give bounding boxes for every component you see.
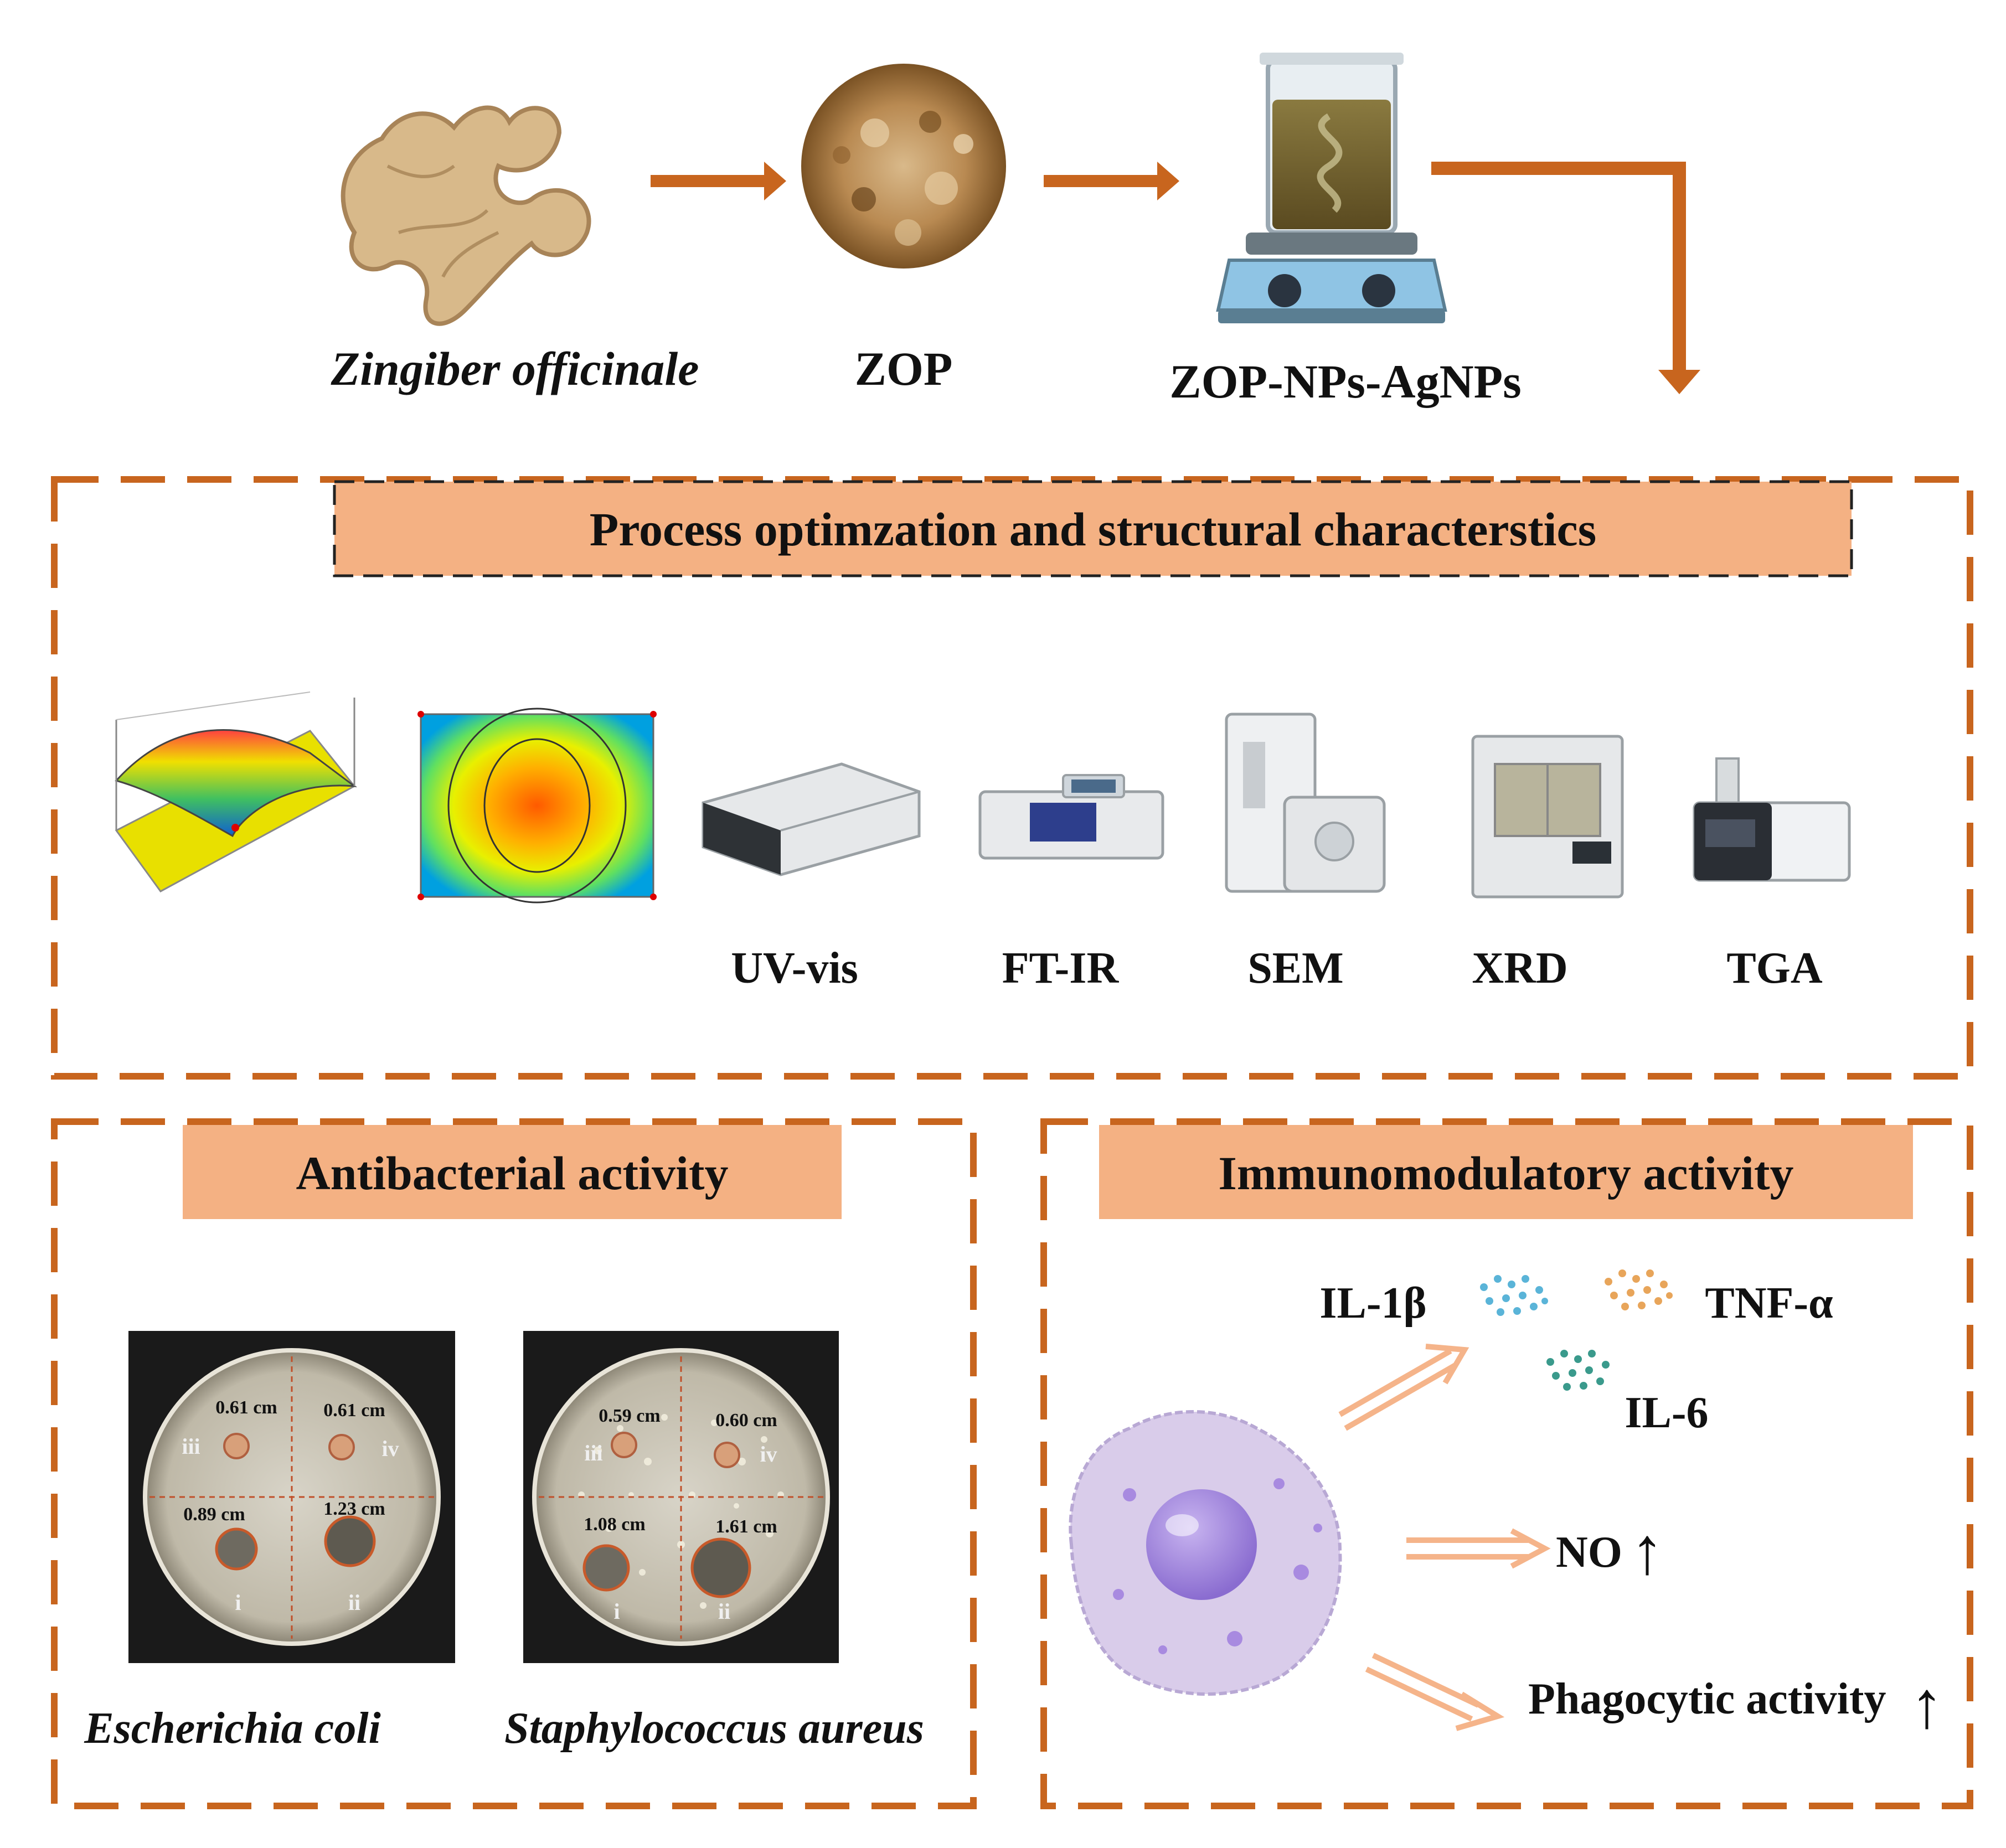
ft-ir-label: FT-IR — [1002, 944, 1120, 993]
antibacterial-banner — [183, 1125, 842, 1219]
antibacterial-title: Antibacterial activity — [296, 1147, 729, 1200]
ginger-label: Zingiber officinale — [331, 342, 699, 395]
immunomodulatory-panel-border — [1040, 1118, 1973, 1809]
response-surface-plot-image — [115, 691, 358, 892]
ecoli-zone-i-diameter: 0.89 cm — [183, 1504, 245, 1525]
zop-label: ZOP — [855, 342, 953, 395]
xrd-diffractometer-image — [1471, 735, 1624, 899]
double-arrow-to-cytokines — [1338, 1344, 1469, 1431]
ecoli-zone-iv-label: iv — [381, 1436, 399, 1461]
ecoli-plate-image — [128, 1331, 455, 1663]
tga-label: TGA — [1726, 944, 1823, 993]
characterization-panel-border — [51, 476, 1973, 1080]
antibacterial-panel-border — [51, 1118, 977, 1809]
ecoli-zone-iii-diameter: 0.61 cm — [215, 1397, 277, 1418]
ft-ir-spectrometer-image — [978, 774, 1164, 860]
ginger-rhizome-image — [341, 105, 591, 326]
saureus-zone-i-diameter: 1.08 cm — [584, 1514, 645, 1535]
macrophage-cell-image — [1069, 1410, 1342, 1696]
sem-microscope-image — [1225, 713, 1386, 893]
double-arrow-to-phagocytic — [1365, 1653, 1505, 1731]
saureus-zone-iii-diameter: 0.59 cm — [599, 1406, 660, 1426]
il6-label: IL-6 — [1625, 1388, 1708, 1437]
xrd-label: XRD — [1472, 944, 1567, 993]
no-up-arrow-icon: ↑ — [1631, 1514, 1664, 1588]
saureus-zone-iv-label: iv — [760, 1442, 777, 1467]
characterization-banner — [333, 480, 1853, 577]
ecoli-organism-label: Escherichia coli — [84, 1704, 381, 1753]
saureus-plate-image — [523, 1331, 839, 1663]
immunomodulatory-banner — [1099, 1125, 1913, 1219]
phagocytic-up-arrow-icon: ↑ — [1910, 1668, 1943, 1742]
characterization-title: Process optimzation and structural chara… — [590, 503, 1596, 556]
flow-arrow-2 — [1044, 162, 1179, 200]
zop-powder-image — [801, 64, 1006, 269]
ecoli-zone-ii-diameter: 1.23 cm — [323, 1499, 385, 1519]
zop-nps-agnps-label: ZOP-NPs-AgNPs — [1169, 355, 1521, 408]
ecoli-zone-iii-label: iii — [182, 1434, 200, 1459]
saureus-zone-iv-diameter: 0.60 cm — [715, 1410, 777, 1431]
saureus-zone-ii-label: ii — [718, 1599, 730, 1624]
uv-vis-label: UV-vis — [731, 944, 858, 993]
saureus-organism-label: Staphylococcus aureus — [504, 1704, 924, 1753]
ecoli-zone-iv-diameter: 0.61 cm — [323, 1400, 385, 1421]
ecoli-zone-i-label: i — [235, 1590, 241, 1615]
magnetic-stirrer-beaker-icon — [1216, 53, 1447, 323]
no-label: NO — [1556, 1528, 1622, 1577]
contour-plot-image — [417, 708, 657, 904]
flow-connector-arrow — [1431, 162, 1700, 394]
phagocytic-activity-label: Phagocytic activity — [1528, 1675, 1886, 1723]
ecoli-zone-ii-label: ii — [348, 1590, 360, 1615]
saureus-zone-iii-label: iii — [584, 1441, 602, 1465]
flow-arrow-1 — [651, 162, 786, 200]
saureus-zone-i-label: i — [613, 1599, 620, 1624]
sem-label: SEM — [1247, 944, 1343, 993]
double-arrow-to-no — [1406, 1528, 1551, 1569]
il6-particles-icon — [1546, 1350, 1610, 1391]
tga-analyzer-image — [1693, 757, 1851, 882]
il1b-label: IL-1β — [1319, 1279, 1426, 1328]
immunomodulatory-title: Immunomodulatory activity — [1218, 1147, 1793, 1200]
uv-vis-spectrometer-image — [702, 762, 921, 876]
tnfa-particles-icon — [1605, 1269, 1673, 1310]
tnfa-label: TNF-α — [1705, 1279, 1833, 1328]
saureus-zone-ii-diameter: 1.61 cm — [715, 1516, 777, 1537]
il1b-particles-icon — [1480, 1275, 1548, 1316]
